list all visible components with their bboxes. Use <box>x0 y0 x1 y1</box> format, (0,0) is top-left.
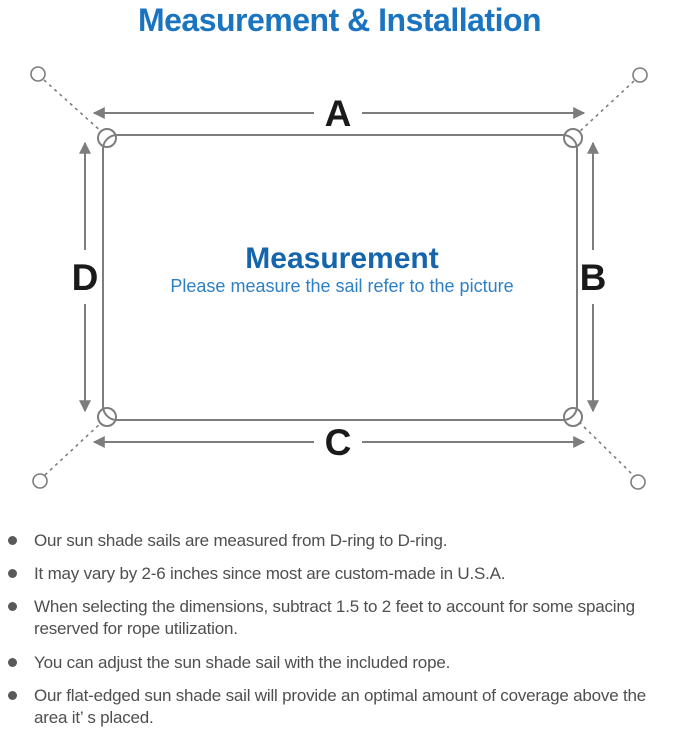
diagram-center-title: Measurement <box>245 242 438 275</box>
note-item: When selecting the dimensions, subtract … <box>8 596 673 640</box>
side-label-a: A <box>325 93 352 134</box>
note-item: Our flat-edged sun shade sail will provi… <box>8 685 673 729</box>
note-item: It may vary by 2-6 inches since most are… <box>8 563 673 585</box>
bullet-dot-icon <box>8 569 17 579</box>
diagram-center-subtitle: Please measure the sail refer to the pic… <box>170 276 513 296</box>
note-item: Our sun shade sails are measured from D-… <box>8 530 673 552</box>
anchor-point-icon-top-left <box>30 66 46 82</box>
bullet-dot-icon <box>8 602 17 612</box>
sail-outline <box>102 134 578 422</box>
note-text: Our sun shade sails are measured from D-… <box>34 531 448 551</box>
anchor-point-icon-bottom-right <box>630 474 646 490</box>
measurement-diagram: A C D B Measurement Please measure the s… <box>0 38 679 518</box>
note-item: You can adjust the sun shade sail with t… <box>8 652 673 674</box>
bullet-dot-icon <box>8 690 17 700</box>
side-label-c: C <box>325 422 352 463</box>
rope-dashed-line-top-left <box>43 79 104 134</box>
note-text: It may vary by 2-6 inches since most are… <box>34 564 506 584</box>
page-title: Measurement & Installation <box>137 2 542 38</box>
rope-dashed-line-top-right <box>577 80 635 134</box>
note-text: When selecting the dimensions, subtract … <box>34 597 635 639</box>
side-label-d: D <box>72 257 99 298</box>
bullet-dot-icon <box>8 657 17 667</box>
side-label-b: B <box>580 257 607 298</box>
measurement-notes-list: Our sun shade sails are measured from D-… <box>0 518 679 729</box>
note-text: Our flat-edged sun shade sail will provi… <box>34 685 647 727</box>
rope-dashed-line-bottom-right <box>578 421 634 476</box>
sail-measurement-figure: A C D B Measurement Please measure the s… <box>30 66 648 490</box>
note-text: You can adjust the sun shade sail with t… <box>34 652 451 672</box>
rope-dashed-line-bottom-left <box>44 421 103 476</box>
bullet-dot-icon <box>8 536 17 546</box>
anchor-point-icon-top-right <box>632 67 648 83</box>
anchor-point-icon-bottom-left <box>32 473 48 489</box>
